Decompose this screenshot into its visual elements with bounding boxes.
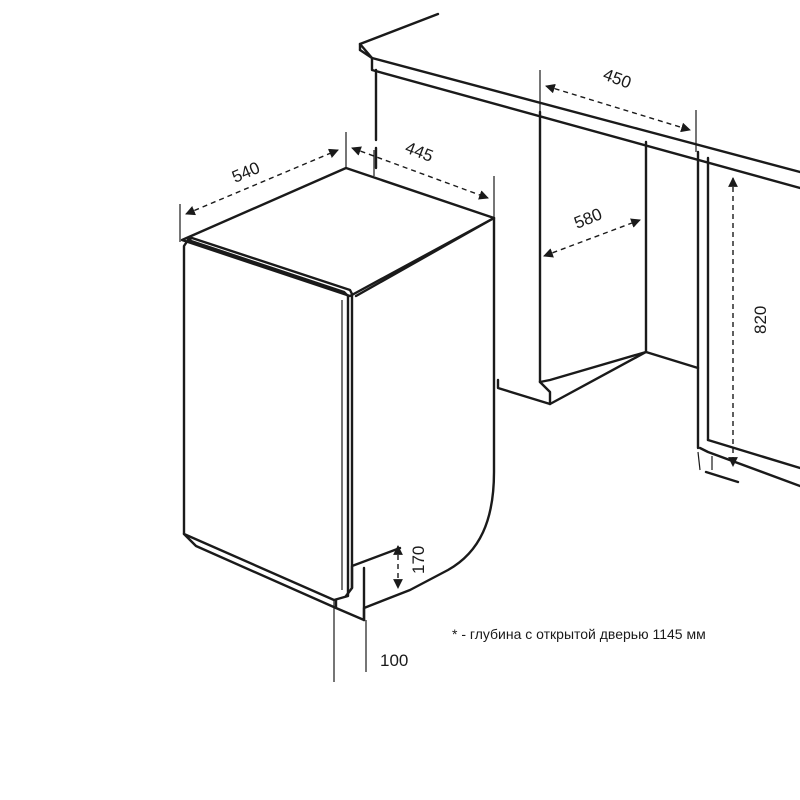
dim-label-540: 540 bbox=[229, 158, 263, 187]
dishwasher-side bbox=[354, 216, 496, 622]
dim-line-445 bbox=[351, 146, 489, 200]
dim-line-450 bbox=[545, 83, 691, 133]
kitchen-niche bbox=[358, 12, 800, 488]
dim-label-820: 820 bbox=[751, 306, 770, 334]
dim-line-580 bbox=[543, 218, 641, 258]
dim-label-450: 450 bbox=[601, 65, 634, 93]
footnote-open-door-depth: * - глубина с открытой дверью 1145 мм bbox=[452, 626, 706, 642]
dishwasher bbox=[180, 166, 496, 622]
dim-label-580: 580 bbox=[571, 204, 604, 232]
dishwasher-door bbox=[182, 238, 350, 602]
dimension-lines bbox=[179, 70, 738, 682]
dim-label-100: 100 bbox=[380, 651, 408, 670]
dim-label-170: 170 bbox=[409, 546, 428, 574]
dimension-labels: 540 445 450 580 820 170 100 bbox=[229, 65, 770, 670]
dim-line-540 bbox=[185, 148, 339, 216]
dishwasher-top bbox=[180, 166, 496, 298]
dim-label-445: 445 bbox=[403, 138, 436, 166]
